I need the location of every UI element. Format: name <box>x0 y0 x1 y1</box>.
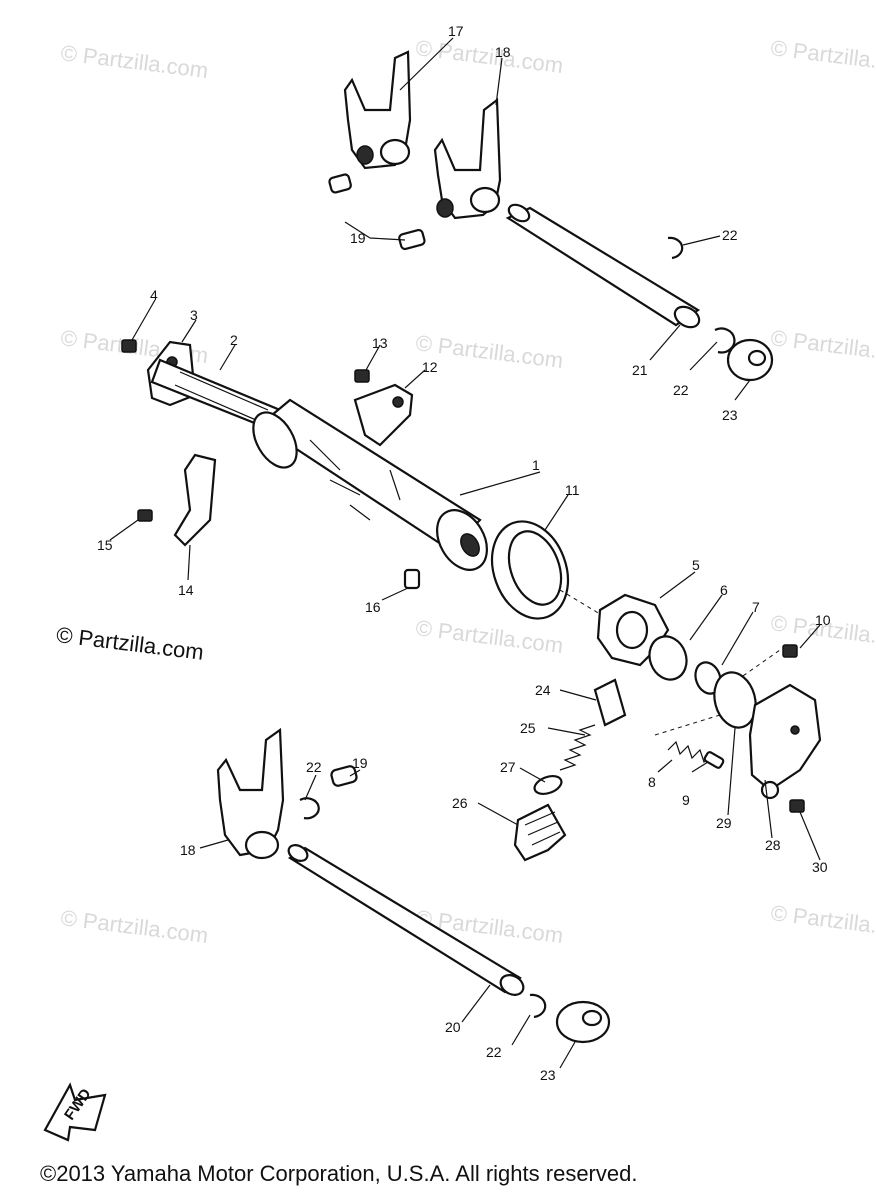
watermark: © Partzilla.com <box>769 35 876 78</box>
callout-26: 26 <box>452 795 468 811</box>
guide-pin-19b <box>398 228 426 251</box>
callout-5: 5 <box>692 557 700 573</box>
callout-labels: 17 18 19 22 21 22 23 4 3 2 13 12 1 11 15… <box>97 23 831 1083</box>
spring-8 <box>667 740 713 764</box>
callout-11: 11 <box>565 482 580 498</box>
callout-1: 1 <box>532 457 540 473</box>
callout-2: 2 <box>230 332 238 348</box>
watermark: © Partzilla.com <box>769 900 876 943</box>
callout-3: 3 <box>190 307 198 323</box>
front-arrow-icon: FWD <box>43 1082 107 1142</box>
gasket-29 <box>713 671 757 729</box>
watermark: © Partzilla.com <box>59 40 209 83</box>
callout-25: 25 <box>520 720 536 736</box>
washer-27 <box>533 774 563 796</box>
callout-28: 28 <box>765 837 781 853</box>
callout-21: 21 <box>632 362 648 378</box>
bearing-11 <box>490 520 570 620</box>
o-ring-6 <box>648 635 688 681</box>
callout-23: 23 <box>722 407 738 423</box>
washer-23-upper <box>726 338 774 382</box>
callout-18: 18 <box>495 44 511 60</box>
callout-15: 15 <box>97 537 113 553</box>
callout-30: 30 <box>812 859 828 875</box>
alignment-line <box>654 714 721 736</box>
callout-8: 8 <box>648 774 656 790</box>
callout-29: 29 <box>716 815 732 831</box>
callout-27: 27 <box>500 759 516 775</box>
shift-drum-1 <box>252 398 488 571</box>
circlip-22-mid <box>714 327 736 354</box>
circlip-22-lower-fork <box>299 797 320 820</box>
callout-7: 7 <box>752 599 760 615</box>
watermark: © Partzilla.com <box>769 325 876 368</box>
plate-14 <box>173 453 217 547</box>
shift-fork-17 <box>343 50 412 170</box>
bolt-13 <box>354 369 370 383</box>
callout-19: 19 <box>350 230 366 246</box>
callout-22: 22 <box>306 759 322 775</box>
pin-9 <box>703 751 725 769</box>
fork-shaft-21 <box>505 203 701 329</box>
screw-15 <box>137 509 153 522</box>
callout-10: 10 <box>815 612 831 628</box>
callout-17: 17 <box>448 23 464 39</box>
callout-19: 19 <box>352 755 368 771</box>
guide-pin-19a <box>328 173 352 194</box>
callout-23: 23 <box>540 1067 556 1083</box>
callout-22: 22 <box>722 227 738 243</box>
callout-24: 24 <box>535 682 551 698</box>
plug-26 <box>513 803 567 862</box>
plunger-24 <box>593 678 627 727</box>
leader-lines <box>109 37 821 1069</box>
fork-shaft-20 <box>287 844 525 996</box>
circlip-22-bottom <box>529 993 547 1019</box>
callout-14: 14 <box>178 582 194 598</box>
spring-25 <box>559 724 596 771</box>
screw-30 <box>789 799 805 813</box>
callout-20: 20 <box>445 1019 461 1035</box>
callout-13: 13 <box>372 335 388 351</box>
stopper-lever-12 <box>353 383 414 447</box>
callout-16: 16 <box>365 599 381 615</box>
pin-16 <box>403 568 421 590</box>
watermark: © Partzilla.com <box>414 35 564 78</box>
watermark: © Partzilla.com <box>414 615 564 658</box>
callout-9: 9 <box>682 792 690 808</box>
washer-23-lower <box>555 1000 611 1044</box>
shift-fork-18-upper <box>433 97 502 220</box>
callout-22: 22 <box>673 382 689 398</box>
cover-28 <box>748 683 822 800</box>
copyright-notice: ©2013 Yamaha Motor Corporation, U.S.A. A… <box>40 1161 638 1186</box>
shift-fork-18-lower <box>216 727 285 860</box>
callout-12: 12 <box>422 359 438 375</box>
screw-4 <box>121 339 137 353</box>
callout-22: 22 <box>486 1044 502 1060</box>
callout-18: 18 <box>180 842 196 858</box>
circlip-22-top <box>667 236 684 260</box>
callout-6: 6 <box>720 582 728 598</box>
bolt-10 <box>782 644 798 658</box>
callout-4: 4 <box>150 287 158 303</box>
watermark: © Partzilla.com <box>59 905 209 948</box>
